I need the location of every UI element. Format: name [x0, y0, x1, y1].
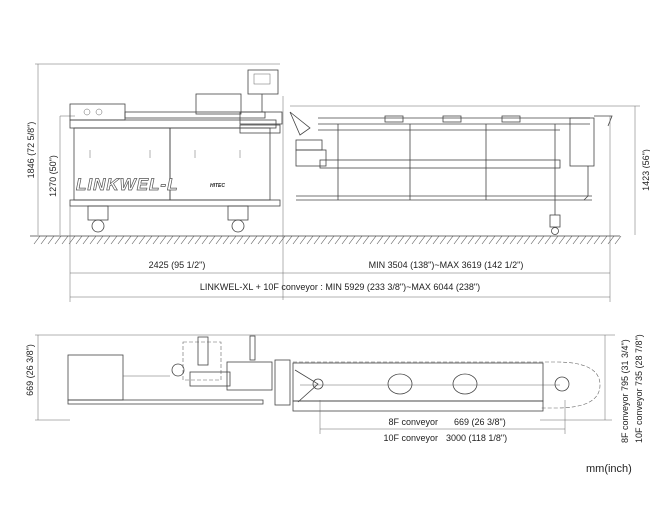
wheel-icon	[91, 219, 105, 233]
height-table-label: 1270 (50")	[48, 155, 58, 197]
linkwel-machine: LINKWEL-L HITEC	[69, 69, 283, 233]
conv10-length: 3000 (118 1/8")	[446, 433, 507, 443]
conveyor-side	[282, 96, 613, 300]
control-panel-icon	[247, 69, 279, 95]
units-label: mm(inch)	[586, 463, 632, 475]
height-overall-label: 1846 (72 5/8")	[26, 122, 36, 179]
side-view: 1846 (72 5/8") 1270 (50") 1423 (56") LIN…	[26, 63, 650, 302]
length-machine-label: 2425 (95 1/2")	[149, 260, 206, 270]
width-10f-label: 10F conveyor 735 (28 7/8")	[634, 334, 644, 443]
length-total-label: LINKWEL-XL + 10F conveyor : MIN 5929 (23…	[200, 282, 480, 292]
ground-hatch	[30, 235, 622, 245]
conv8-label: 8F conveyor	[388, 417, 438, 427]
top-view: 669 (26 3/8") 8F conveyor 669 (26 3/8") …	[25, 334, 644, 443]
width-8f-label: 8F conveyor 795 (31 3/4")	[620, 339, 630, 443]
length-conveyor-label: MIN 3504 (138")~MAX 3619 (142 1/2")	[369, 260, 524, 270]
conv8-length: 669 (26 3/8")	[454, 417, 506, 427]
machine-logo: LINKWEL-L	[76, 175, 178, 194]
wheel-icon	[231, 219, 245, 233]
height-conveyor-label: 1423 (56")	[641, 149, 650, 191]
brand-mark: HITEC	[210, 183, 225, 189]
width-machine-label: 669 (26 3/8")	[25, 344, 35, 396]
conv10-label: 10F conveyor	[383, 433, 438, 443]
